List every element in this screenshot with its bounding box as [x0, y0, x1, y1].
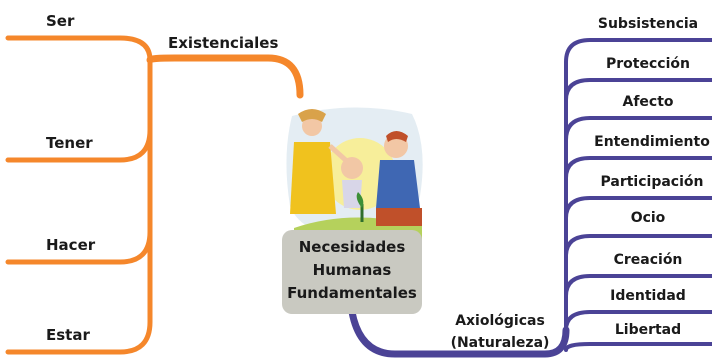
- leaf-libertad: Libertad: [614, 322, 682, 338]
- leaf-proteccion: Protección: [606, 56, 690, 72]
- leaf-participacion: Participación: [600, 174, 704, 190]
- leaf-afecto: Afecto: [622, 94, 674, 110]
- existenciales-connectors: [5, 35, 304, 355]
- connector-participacion: [564, 196, 712, 220]
- connector-proteccion: [564, 78, 712, 102]
- branch-label-axiologicas: Axiológicas (Naturaleza): [450, 313, 550, 351]
- leaf-ser: Ser: [46, 12, 75, 30]
- connector-existenciales: [146, 54, 304, 99]
- connector-afecto: [564, 116, 712, 142]
- leaf-entendimiento: Entendimiento: [594, 134, 710, 150]
- connector-subsistencia: [564, 38, 712, 332]
- connector-ser: [5, 35, 153, 63]
- leaf-creacion: Creación: [613, 252, 683, 268]
- people-planting-seedling-illustration: [286, 107, 423, 242]
- connector-ocio: [564, 234, 712, 258]
- leaf-hacer: Hacer: [46, 236, 96, 254]
- central-node-title: Necesidades Humanas Fundamentales: [287, 238, 417, 302]
- connector-estar: [5, 229, 153, 355]
- connector-main-axiologicas: [348, 308, 570, 358]
- leaf-identidad: Identidad: [610, 288, 686, 304]
- connector-libertad: [564, 342, 712, 352]
- connector-identidad: [564, 310, 712, 332]
- leaf-ocio: Ocio: [630, 210, 666, 226]
- branch-label-existenciales: Existenciales: [168, 34, 279, 52]
- connector-entendimiento: [564, 156, 712, 180]
- leaf-subsistencia: Subsistencia: [597, 16, 699, 32]
- central-node-box: [282, 230, 422, 314]
- leaf-tener: Tener: [46, 134, 93, 152]
- connector-creacion: [564, 274, 712, 298]
- leaf-estar: Estar: [46, 326, 90, 344]
- axiologicas-connectors: [348, 38, 712, 358]
